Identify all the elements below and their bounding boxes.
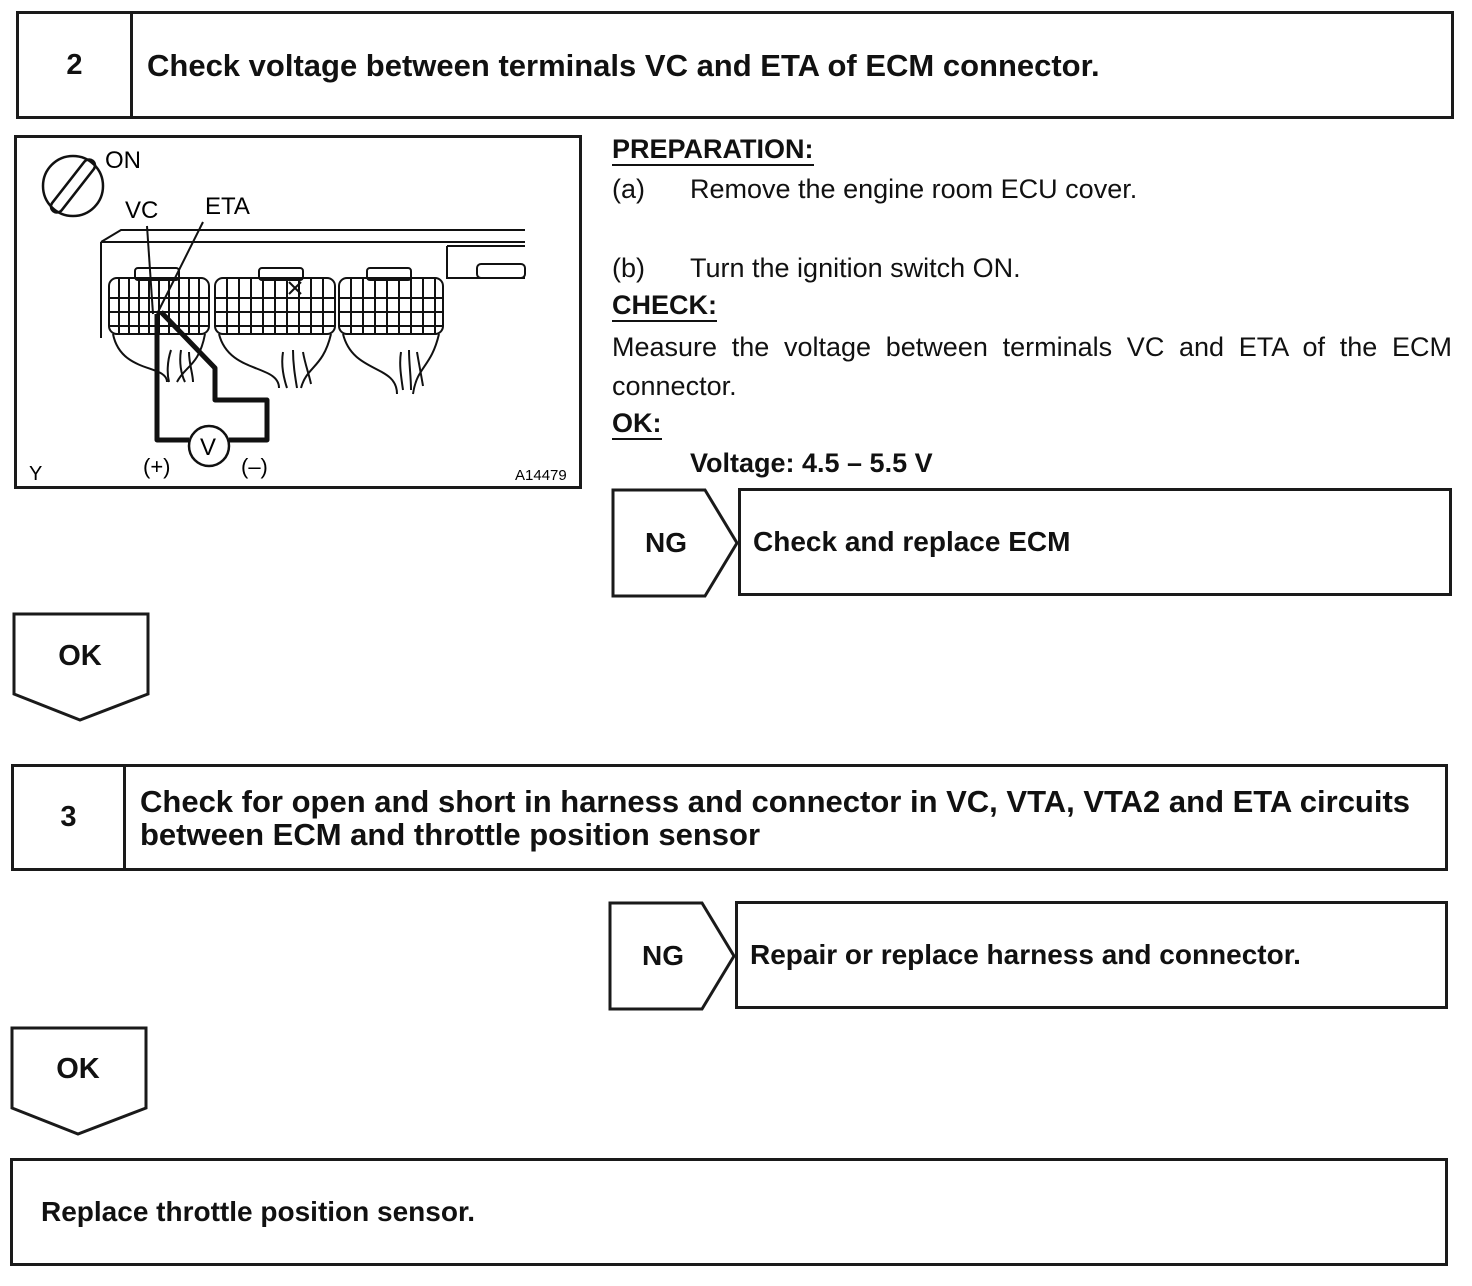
prep-a-marker: (a) bbox=[612, 174, 645, 204]
label-vc: VC bbox=[125, 197, 158, 224]
preparation-heading-wrap: PREPARATION: bbox=[612, 134, 814, 166]
ok-heading-wrap: OK: bbox=[612, 408, 662, 440]
step-title: Check for open and short in harness and … bbox=[140, 783, 1411, 852]
check-text: Measure the voltage between terminals VC… bbox=[612, 332, 1452, 401]
label-minus: (–) bbox=[241, 454, 268, 479]
ng-branch-step2: NG Check and replace ECM bbox=[611, 488, 1452, 598]
leader-lines bbox=[146, 221, 204, 315]
prep-b-text: Turn the ignition switch ON. bbox=[690, 253, 1021, 283]
illustration-svg: ON VC ETA bbox=[29, 147, 567, 485]
ok-down-arrow-icon bbox=[12, 612, 150, 722]
ok-arrow-step2: OK bbox=[12, 612, 152, 724]
ok-arrow-step3: OK bbox=[10, 1026, 150, 1138]
ok-heading: OK: bbox=[612, 408, 662, 440]
step-number: 2 bbox=[19, 14, 133, 116]
ignition-switch-icon bbox=[41, 154, 105, 218]
label-on: ON bbox=[105, 147, 141, 174]
preparation-heading: PREPARATION: bbox=[612, 134, 814, 166]
check-heading: CHECK: bbox=[612, 290, 717, 322]
final-action-box: Replace throttle position sensor. bbox=[10, 1158, 1448, 1266]
step-2-header: 2 Check voltage between terminals VC and… bbox=[16, 11, 1454, 119]
voltmeter-icon: V bbox=[187, 424, 231, 468]
ecm-connector-middle bbox=[214, 267, 336, 389]
check-heading-wrap: CHECK: bbox=[612, 290, 717, 322]
label-y: Y bbox=[29, 463, 42, 485]
label-eta: ETA bbox=[205, 193, 250, 220]
prep-step-b: (b) Turn the ignition switch ON. bbox=[612, 249, 1452, 288]
ng-arrow-icon bbox=[611, 488, 739, 598]
step-3-header: 3 Check for open and short in harness an… bbox=[11, 764, 1448, 871]
ng-action-box: Repair or replace harness and connector. bbox=[735, 901, 1448, 1009]
prep-b-marker: (b) bbox=[612, 253, 645, 283]
ok-value: Voltage: 4.5 – 5.5 V bbox=[690, 448, 933, 478]
ng-action-box: Check and replace ECM bbox=[738, 488, 1452, 596]
voltmeter-label: V bbox=[200, 434, 216, 461]
probe-wires bbox=[154, 310, 270, 443]
ok-label: OK bbox=[56, 1053, 100, 1085]
ng-branch-step3: NG Repair or replace harness and connect… bbox=[608, 901, 1449, 1011]
ng-action-text: Repair or replace harness and connector. bbox=[750, 939, 1301, 970]
label-plus: (+) bbox=[143, 454, 171, 479]
ng-arrow-icon bbox=[608, 901, 736, 1011]
ecm-connector-right bbox=[338, 267, 444, 395]
ng-label: NG bbox=[642, 940, 684, 971]
ng-action-text: Check and replace ECM bbox=[753, 526, 1071, 557]
step-number: 3 bbox=[14, 767, 126, 868]
ok-label: OK bbox=[58, 640, 102, 672]
figure-code: A14479 bbox=[515, 467, 567, 484]
step-title: Check voltage between terminals VC and E… bbox=[147, 47, 1100, 83]
ecm-connector-illustration: ON VC ETA bbox=[14, 135, 582, 489]
ok-down-arrow-icon bbox=[10, 1026, 148, 1136]
prep-step-a: (a) Remove the engine room ECU cover. bbox=[612, 170, 1452, 209]
final-action-text: Replace throttle position sensor. bbox=[41, 1196, 476, 1227]
ng-label: NG bbox=[645, 527, 687, 558]
ecm-body bbox=[100, 229, 526, 338]
prep-a-text: Remove the engine room ECU cover. bbox=[690, 174, 1138, 204]
